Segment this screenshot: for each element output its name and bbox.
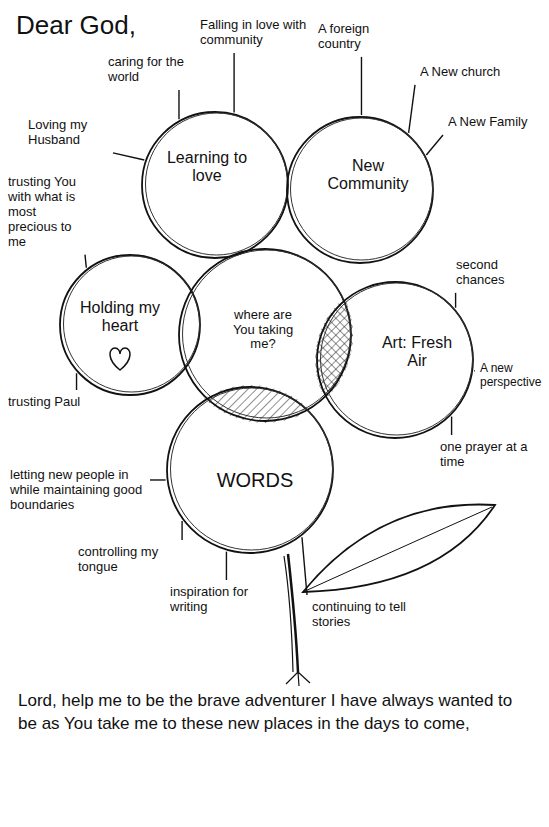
leader-line bbox=[361, 57, 362, 115]
petal-text-wrap: Learning to love bbox=[162, 149, 252, 186]
petal-text: New Community bbox=[320, 157, 416, 194]
petal-note: caring for the world bbox=[108, 55, 196, 85]
petal-circle: Art: Fresh Air bbox=[315, 280, 475, 440]
note-wrap: caring for the world bbox=[108, 55, 196, 85]
leader-line bbox=[426, 135, 443, 155]
petal-note: A New Family bbox=[448, 115, 527, 130]
leader-line bbox=[302, 537, 307, 595]
circle-sketch-stroke bbox=[146, 113, 288, 255]
note-wrap: A New church bbox=[420, 62, 520, 80]
petal-text: Learning to love bbox=[162, 149, 252, 186]
leader-line bbox=[226, 552, 227, 580]
petal-text: Holding my heart bbox=[76, 299, 164, 336]
circle-sketch-stroke bbox=[171, 388, 333, 550]
caption-text: Lord, help me to be the brave adventurer… bbox=[18, 690, 533, 736]
petal-note: one prayer at a time bbox=[440, 440, 540, 470]
petal-text-wrap: New Community bbox=[320, 157, 416, 194]
petal-note: A New church bbox=[420, 65, 500, 80]
petal-note: A new perspective bbox=[480, 362, 544, 390]
circle-stroke bbox=[287, 117, 433, 263]
petal-circle: WORDS bbox=[165, 385, 335, 555]
note-wrap: controlling my tongue bbox=[78, 545, 183, 575]
petal-note: trusting You with what is most precious … bbox=[8, 175, 80, 250]
petal-note: Loving my Husband bbox=[28, 118, 108, 148]
petal-text-wrap: Art: Fresh Air bbox=[376, 334, 458, 371]
leader-line bbox=[113, 153, 144, 160]
leader-line bbox=[76, 373, 77, 390]
heart-symbol bbox=[110, 348, 130, 370]
title-text: Dear God, bbox=[16, 8, 136, 43]
petal-text-wrap: WORDS bbox=[200, 469, 310, 492]
petal-text: where are You taking me? bbox=[222, 308, 304, 353]
petal-text: Art: Fresh Air bbox=[376, 334, 458, 371]
circle-sketch-stroke bbox=[321, 283, 473, 435]
leader-line bbox=[451, 417, 452, 435]
circle-outline bbox=[140, 110, 290, 260]
petal-text: Holding my heart bbox=[76, 299, 164, 336]
note-wrap: Falling in love with community bbox=[200, 18, 310, 48]
note-wrap: second chances bbox=[456, 258, 536, 288]
stem-roots bbox=[286, 672, 310, 686]
petal-note: continuing to tell stories bbox=[312, 600, 412, 630]
petal-text-wrap: Holding my heart bbox=[76, 299, 164, 336]
circle-stroke bbox=[317, 282, 473, 438]
circle-stroke bbox=[142, 112, 288, 258]
circle-stroke bbox=[167, 387, 333, 553]
petal-text: Art: Fresh Air bbox=[376, 334, 458, 371]
note-wrap: continuing to tell stories bbox=[312, 600, 412, 630]
leader-line bbox=[150, 479, 166, 480]
petal-text-wrap: where are You taking me? bbox=[222, 308, 304, 353]
note-wrap: A New Family bbox=[448, 112, 543, 130]
petal-circle: Learning to love bbox=[140, 110, 290, 260]
petal-text: Learning to love bbox=[162, 149, 252, 186]
circle-sketch-stroke bbox=[291, 118, 433, 260]
circle-outline bbox=[315, 280, 475, 440]
petal-text: where are You taking me? bbox=[222, 308, 304, 353]
leader-line bbox=[474, 370, 476, 371]
leader-line bbox=[181, 521, 182, 540]
petal-text: WORDS bbox=[217, 469, 294, 492]
petal-note: second chances bbox=[456, 258, 536, 288]
leader-line bbox=[455, 293, 456, 308]
petal-note: Falling in love with community bbox=[200, 18, 310, 48]
note-wrap: inspiration for writing bbox=[170, 585, 255, 615]
note-wrap: trusting Paul bbox=[8, 392, 108, 410]
petal-circle: New Community bbox=[285, 115, 435, 265]
caption-wrap: Lord, help me to be the brave adventurer… bbox=[18, 690, 533, 736]
note-wrap: trusting You with what is most precious … bbox=[8, 175, 80, 250]
petal-text: WORDS bbox=[200, 469, 310, 492]
leaf bbox=[303, 505, 495, 592]
note-wrap: letting new people in while maintaining … bbox=[10, 468, 145, 513]
circle-sketch-stroke bbox=[183, 250, 351, 418]
leader-line bbox=[233, 53, 234, 113]
petal-note: letting new people in while maintaining … bbox=[10, 468, 145, 513]
leaf-vein bbox=[303, 507, 492, 592]
note-wrap: A foreign country bbox=[318, 22, 408, 52]
leader-line bbox=[85, 255, 86, 268]
note-wrap: one prayer at a time bbox=[440, 440, 540, 470]
petal-note: controlling my tongue bbox=[78, 545, 183, 575]
flower-stem bbox=[284, 556, 293, 672]
petal-note: A foreign country bbox=[318, 22, 408, 52]
petal-note: inspiration for writing bbox=[170, 585, 255, 615]
leader-line bbox=[178, 90, 179, 119]
note-wrap: Loving my Husband bbox=[28, 118, 108, 148]
leader-line bbox=[409, 85, 415, 133]
petal-text: New Community bbox=[320, 157, 416, 194]
petal-note: trusting Paul bbox=[8, 395, 80, 410]
note-wrap: A new perspective bbox=[480, 362, 544, 390]
